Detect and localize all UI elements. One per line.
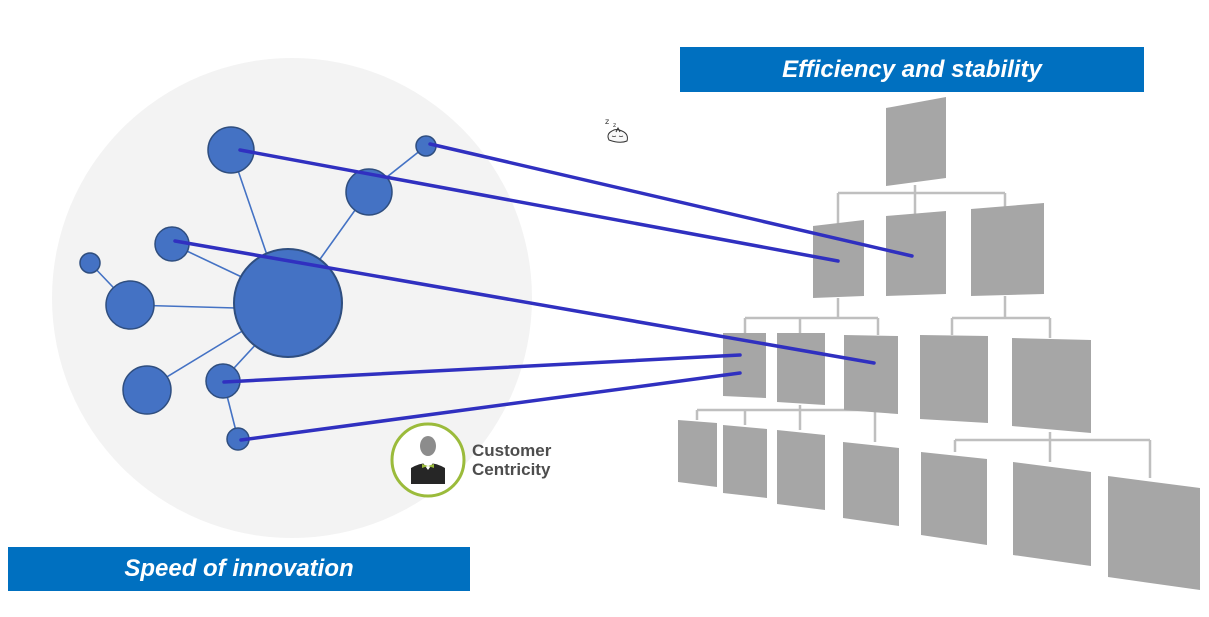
customer-label-line2: Centricity xyxy=(472,460,551,479)
org-box-l4-1 xyxy=(678,420,717,487)
node-bottom-left xyxy=(122,365,172,415)
org-box-l4-2 xyxy=(723,425,767,498)
org-box-l3-1 xyxy=(723,333,766,398)
customer-icon xyxy=(390,422,466,498)
org-box-l2-3 xyxy=(971,203,1044,296)
link-4 xyxy=(222,353,742,384)
org-box-l3-2 xyxy=(777,333,825,405)
svg-text:z: z xyxy=(605,117,609,126)
link-3 xyxy=(173,239,876,365)
hub-node xyxy=(233,248,343,358)
node-top-left xyxy=(207,126,255,174)
org-box-l3-5 xyxy=(1012,338,1091,433)
node-left xyxy=(105,280,155,330)
org-box-l2-1 xyxy=(813,220,864,298)
link-5 xyxy=(239,371,742,442)
mapping-links xyxy=(173,142,914,442)
org-box-l4-6 xyxy=(1013,462,1091,566)
link-1 xyxy=(238,148,840,263)
org-box-l2-2 xyxy=(886,211,946,296)
customer-label-line1: Customer xyxy=(472,441,552,460)
org-boxes xyxy=(678,97,1200,590)
customer-centricity-label: Customer Centricity xyxy=(472,441,551,479)
org-box-l1 xyxy=(886,97,946,186)
org-box-l3-4 xyxy=(920,335,988,423)
org-box-l4-5 xyxy=(921,452,987,545)
org-box-l4-3 xyxy=(777,430,825,510)
node-top-right xyxy=(345,168,393,216)
org-box-l4-4 xyxy=(843,442,899,526)
efficiency-stability-banner: Efficiency and stability xyxy=(680,47,1144,92)
link-2 xyxy=(428,142,914,258)
svg-text:z: z xyxy=(613,122,616,129)
sleeping-cat-icon: z z xyxy=(605,117,628,143)
network-nodes xyxy=(79,126,437,451)
node-tiny-left xyxy=(79,252,101,274)
org-box-l4-7 xyxy=(1108,476,1200,590)
org-box-l3-3 xyxy=(844,335,898,414)
speed-of-innovation-banner: Speed of innovation xyxy=(8,547,470,591)
